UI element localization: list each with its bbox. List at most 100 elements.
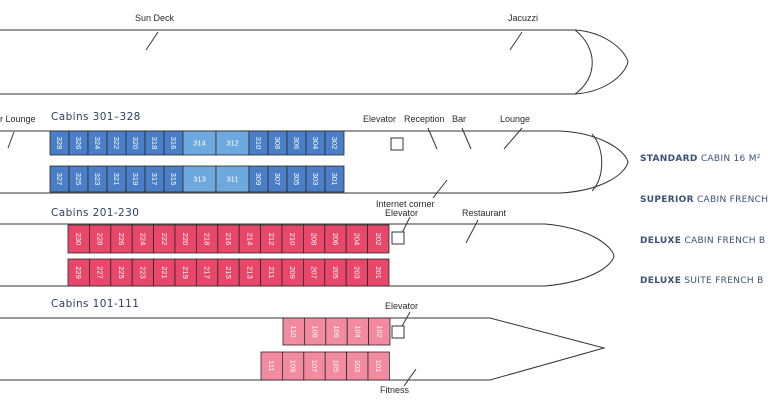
cabin-207[interactable]: 207 <box>302 258 326 287</box>
cabin-102[interactable]: 102 <box>368 317 391 346</box>
cabin-301-box[interactable] <box>324 165 345 193</box>
cabin-302-box[interactable] <box>324 130 345 156</box>
cabin-209[interactable]: 209 <box>281 258 304 287</box>
cabin-310[interactable]: 310 <box>248 130 269 156</box>
cabin-316[interactable]: 316 <box>163 130 184 156</box>
cabin-225[interactable]: 225 <box>110 258 133 287</box>
cabin-312[interactable]: 312 <box>215 130 250 156</box>
cabin-308[interactable]: 308 <box>267 130 288 156</box>
deck-3-hull <box>0 130 629 194</box>
cabin-323[interactable]: 323 <box>87 165 108 193</box>
cabin-305[interactable]: 305 <box>286 165 307 193</box>
cabin-228[interactable]: 228 <box>89 224 112 254</box>
cabin-307[interactable]: 307 <box>267 165 288 193</box>
cabin-306-number: 306 <box>292 137 301 150</box>
cabin-314-box[interactable] <box>182 130 217 156</box>
cabin-227[interactable]: 227 <box>89 258 112 287</box>
cabin-309-number: 309 <box>254 173 263 186</box>
cabin-203[interactable]: 203 <box>345 258 369 287</box>
cabin-328[interactable]: 328 <box>49 130 70 156</box>
cabin-101-box[interactable] <box>367 351 390 381</box>
cabin-230[interactable]: 230 <box>67 224 90 254</box>
cabin-311-box[interactable] <box>215 165 250 193</box>
cabin-303[interactable]: 303 <box>305 165 326 193</box>
legend-deluxe-bold: DELUXE <box>640 236 682 246</box>
cabin-108[interactable]: 108 <box>303 317 327 346</box>
cabin-314-number: 314 <box>193 139 206 148</box>
cabin-211[interactable]: 211 <box>260 258 283 287</box>
cabin-322[interactable]: 322 <box>106 130 127 156</box>
cabin-205-number: 205 <box>331 266 340 279</box>
legend-deluxe-suite-rest: SUITE FRENCH B <box>684 276 764 286</box>
cabin-218[interactable]: 218 <box>195 224 219 254</box>
cabin-205[interactable]: 205 <box>324 258 347 287</box>
cabin-201[interactable]: 201 <box>367 258 390 287</box>
cabin-210[interactable]: 210 <box>281 224 304 254</box>
fitness-label: Fitness <box>380 385 410 395</box>
cabin-327[interactable]: 327 <box>49 165 70 193</box>
elevator-deck-1-label: Elevator <box>385 301 418 311</box>
cabin-226[interactable]: 226 <box>110 224 133 254</box>
cabin-103[interactable]: 103 <box>346 351 369 381</box>
cabin-315[interactable]: 315 <box>163 165 184 193</box>
cabin-216[interactable]: 216 <box>217 224 240 254</box>
cabin-305-number: 305 <box>292 173 301 186</box>
cabin-321[interactable]: 321 <box>106 165 127 193</box>
cabin-222[interactable]: 222 <box>153 224 176 254</box>
deck-2-title: Cabins 201-230 <box>51 207 139 219</box>
cabin-229[interactable]: 229 <box>67 258 90 287</box>
cabin-302[interactable]: 302 <box>324 130 345 156</box>
cabin-201-number: 201 <box>374 266 383 279</box>
cabin-228-number: 228 <box>96 233 105 246</box>
cabin-313-box[interactable] <box>182 165 217 193</box>
cabin-215[interactable]: 215 <box>217 258 240 287</box>
cabin-217[interactable]: 217 <box>195 258 219 287</box>
cabin-206[interactable]: 206 <box>324 224 347 254</box>
elevator-deck-2 <box>391 231 405 245</box>
cabin-220[interactable]: 220 <box>174 224 197 254</box>
cabin-313[interactable]: 313 <box>182 165 217 193</box>
cabin-301[interactable]: 301 <box>324 165 345 193</box>
cabin-208[interactable]: 208 <box>302 224 326 254</box>
cabin-319[interactable]: 319 <box>125 165 146 193</box>
cabin-202-box[interactable] <box>367 224 390 254</box>
cabin-212[interactable]: 212 <box>260 224 283 254</box>
cabin-326[interactable]: 326 <box>68 130 89 156</box>
cabin-224-number: 224 <box>138 233 147 246</box>
cabin-221[interactable]: 221 <box>153 258 176 287</box>
cabin-213[interactable]: 213 <box>238 258 261 287</box>
cabin-106[interactable]: 106 <box>325 317 348 346</box>
cabin-214[interactable]: 214 <box>238 224 261 254</box>
cabin-202[interactable]: 202 <box>367 224 390 254</box>
cabin-318[interactable]: 318 <box>144 130 165 156</box>
cabin-309[interactable]: 309 <box>248 165 269 193</box>
cabin-104[interactable]: 104 <box>346 317 370 346</box>
cabin-102-box[interactable] <box>368 317 391 346</box>
cabin-306[interactable]: 306 <box>286 130 307 156</box>
cabin-314[interactable]: 314 <box>182 130 217 156</box>
cabin-207-number: 207 <box>310 266 319 279</box>
cabin-304[interactable]: 304 <box>305 130 326 156</box>
restaurant-label: Restaurant <box>462 208 507 218</box>
cabin-324[interactable]: 324 <box>87 130 108 156</box>
cabin-111[interactable]: 111 <box>260 351 283 381</box>
cabin-312-box[interactable] <box>215 130 250 156</box>
cabin-311[interactable]: 311 <box>215 165 250 193</box>
cabin-110[interactable]: 110 <box>282 317 305 346</box>
cabin-230-number: 230 <box>74 233 83 246</box>
cabin-204[interactable]: 204 <box>345 224 369 254</box>
cabin-105[interactable]: 105 <box>324 351 348 381</box>
cabin-219[interactable]: 219 <box>174 258 197 287</box>
cabin-101[interactable]: 101 <box>367 351 390 381</box>
cabin-224[interactable]: 224 <box>131 224 154 254</box>
cabin-109[interactable]: 109 <box>281 351 305 381</box>
cabin-320[interactable]: 320 <box>125 130 146 156</box>
cabin-223[interactable]: 223 <box>131 258 154 287</box>
cabin-317[interactable]: 317 <box>144 165 165 193</box>
cabin-325[interactable]: 325 <box>68 165 89 193</box>
legend-standard-rest: CABIN 16 M² <box>700 154 761 164</box>
cabin-217-number: 217 <box>203 266 212 279</box>
cabin-107[interactable]: 107 <box>303 351 326 381</box>
cabin-201-box[interactable] <box>367 258 390 287</box>
